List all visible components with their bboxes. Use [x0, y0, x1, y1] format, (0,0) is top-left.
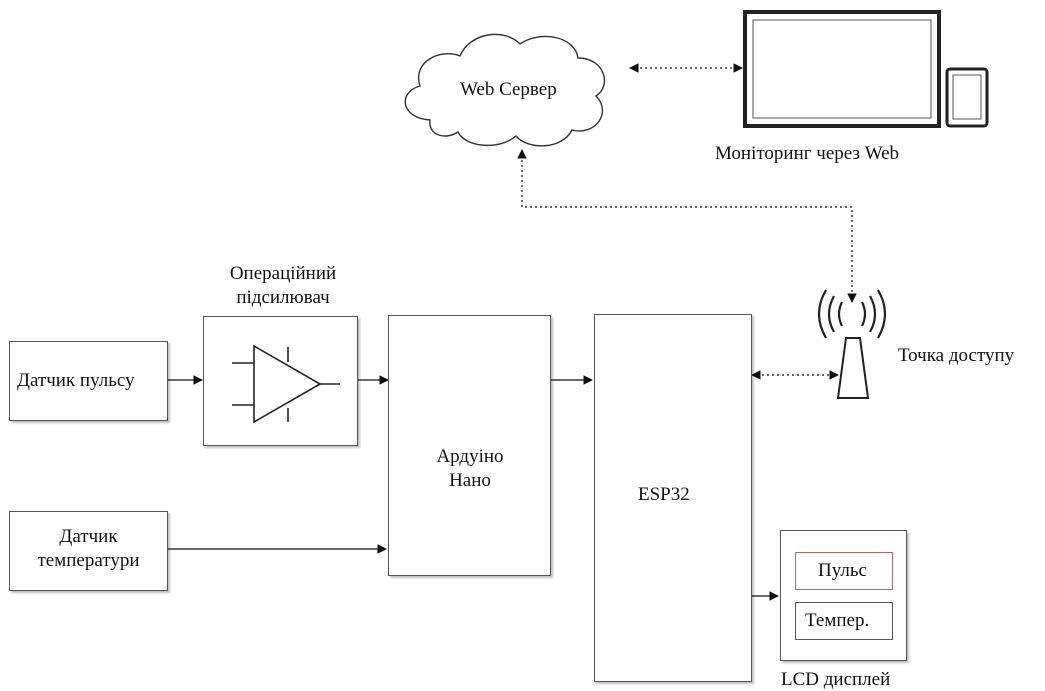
monitor-icon [743, 10, 941, 128]
web-server-label: Web Сервер [460, 79, 557, 100]
pulse-sensor-label: Датчик пульсу [17, 370, 135, 391]
esp32-label: ESP32 [638, 484, 690, 505]
arduino-box [388, 315, 551, 576]
lcd-temp-label: Темпер. [805, 610, 870, 631]
cloud-access-point-link [517, 149, 857, 303]
monitoring-label: Моніторинг через Web [715, 143, 900, 164]
arduino-label: Ардуіно Нано [436, 446, 504, 491]
web-server-cloud [404, 33, 606, 147]
op-amp-label: Операційний підсилювач [229, 263, 337, 308]
temp-sensor-label: Датчик температури [37, 526, 140, 571]
lcd-pulse-field [795, 552, 893, 590]
esp32-box [594, 314, 752, 682]
temp-sensor-box [9, 511, 168, 591]
lcd-temp-field [795, 602, 893, 640]
tablet-icon [945, 67, 989, 128]
access-point-label: Точка доступу [898, 345, 1015, 366]
access-point-icon [817, 289, 887, 399]
lcd-label: LCD дисплей [781, 669, 891, 690]
lcd-pulse-label: Пульс [818, 560, 867, 581]
pulse-sensor-box [9, 341, 168, 421]
